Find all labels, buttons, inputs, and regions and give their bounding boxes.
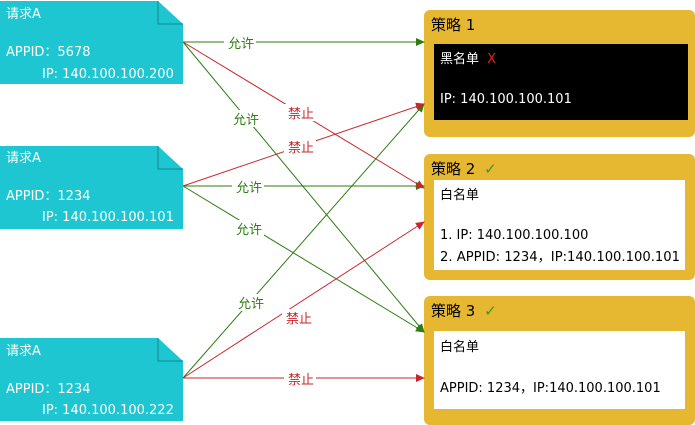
- request-2-ip: IP: 140.100.100.101: [42, 210, 174, 225]
- request-1-appid: APPID：5678: [6, 45, 91, 60]
- policy-3-list-name: 白名单: [440, 339, 479, 355]
- policy-1-panel: [434, 44, 688, 120]
- check-icon: ✓: [484, 302, 497, 320]
- svg-text:策略 3 ✓: 策略 3 ✓: [431, 302, 497, 320]
- edge-r3-p1-allow: [182, 103, 425, 379]
- label-deny: 禁止: [288, 141, 314, 156]
- allow-edges: [182, 38, 425, 379]
- policy-1-title: 策略 1: [431, 16, 475, 34]
- request-3-appid: APPID：1234: [6, 382, 91, 397]
- deny-edges: [182, 41, 425, 382]
- label-allow: 允许: [233, 112, 259, 128]
- policy-3-panel: [434, 331, 685, 409]
- request-2-appid: APPID：1234: [6, 189, 91, 204]
- check-icon: ✓: [484, 160, 497, 178]
- blocked-x-icon: X: [487, 52, 496, 67]
- policy-2: 策略 2 ✓ 白名单 1. IP: 140.100.100.100 2. APP…: [424, 154, 695, 280]
- policy-3-line-1: APPID: 1234，IP:140.100.100.101: [440, 381, 661, 396]
- policy-2-list-name: 白名单: [440, 187, 479, 203]
- svg-text:黑名单 X: 黑名单 X: [440, 51, 496, 67]
- policy-2-panel: [434, 180, 685, 270]
- policy-2-title: 策略 2: [431, 160, 475, 178]
- label-allow: 允许: [228, 36, 254, 52]
- request-a-3: 请求A APPID：1234 IP: 140.100.100.222: [0, 338, 183, 421]
- request-a-1: 请求A APPID：5678 IP: 140.100.100.200: [0, 1, 183, 84]
- edge-labels: 允许 禁止 允许 禁止 允许 允许 允许 禁止 禁止: [224, 34, 316, 388]
- request-a-2: 请求A APPID：1234 IP: 140.100.100.101: [0, 146, 183, 229]
- label-deny: 禁止: [286, 312, 312, 327]
- request-1-ip: IP: 140.100.100.200: [42, 67, 174, 82]
- request-3-title: 请求A: [6, 344, 41, 359]
- svg-text:策略 2 ✓: 策略 2 ✓: [431, 160, 497, 178]
- request-1-title: 请求A: [6, 7, 41, 22]
- request-2-title: 请求A: [6, 151, 41, 166]
- edge-r1-p3-allow: [182, 41, 425, 333]
- policy-1-line-1: IP: 140.100.100.101: [440, 92, 572, 107]
- policy-2-line-2: 2. APPID: 1234，IP:140.100.100.101: [440, 250, 680, 265]
- policy-1-list-name: 黑名单: [440, 51, 479, 67]
- policy-2-line-1: 1. IP: 140.100.100.100: [440, 228, 588, 243]
- edge-r3-p2-deny: [182, 221, 425, 379]
- request-3-ip: IP: 140.100.100.222: [42, 403, 174, 418]
- label-allow: 允许: [238, 296, 264, 312]
- edge-r2-p3-allow: [182, 185, 425, 333]
- policy-3-title: 策略 3: [431, 302, 475, 320]
- policy-1: 策略 1 黑名单 X IP: 140.100.100.101: [424, 10, 695, 137]
- label-deny: 禁止: [288, 107, 314, 122]
- label-allow: 允许: [236, 222, 262, 238]
- label-deny: 禁止: [288, 373, 314, 388]
- label-allow: 允许: [236, 180, 262, 196]
- policy-3: 策略 3 ✓ 白名单 APPID: 1234，IP:140.100.100.10…: [424, 296, 695, 425]
